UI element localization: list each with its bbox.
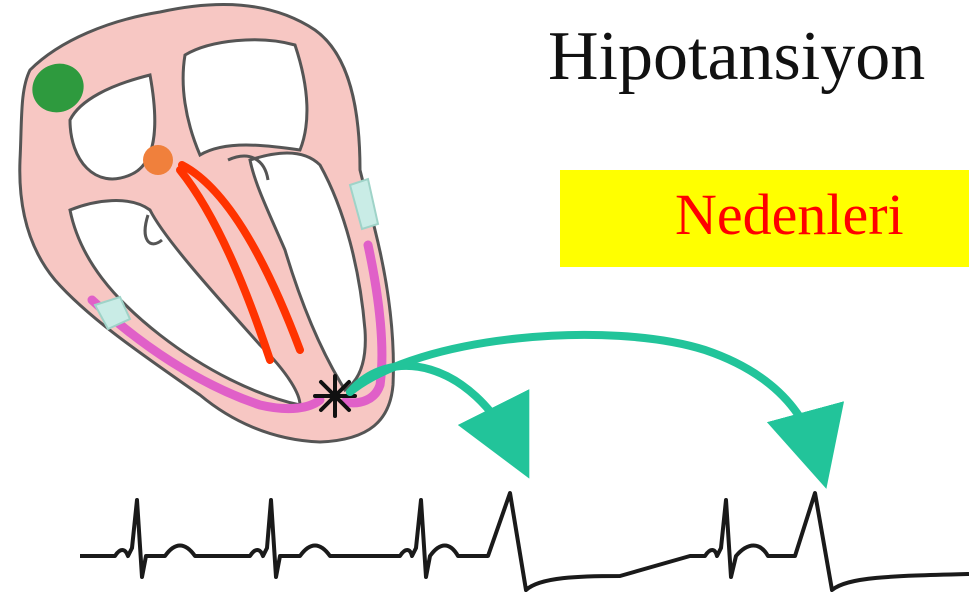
right-atrium-cavity: [183, 40, 307, 155]
ecg-trace: [80, 493, 969, 590]
slide-title: Hipotansiyon: [548, 18, 925, 95]
ectopic-focus-star: [315, 376, 355, 416]
av-node: [143, 145, 173, 175]
subtitle-highlight: Nedenleri: [560, 170, 969, 267]
arrow-to-second-pvc: [350, 335, 818, 458]
slide-subtitle: Nedenleri: [675, 182, 904, 249]
